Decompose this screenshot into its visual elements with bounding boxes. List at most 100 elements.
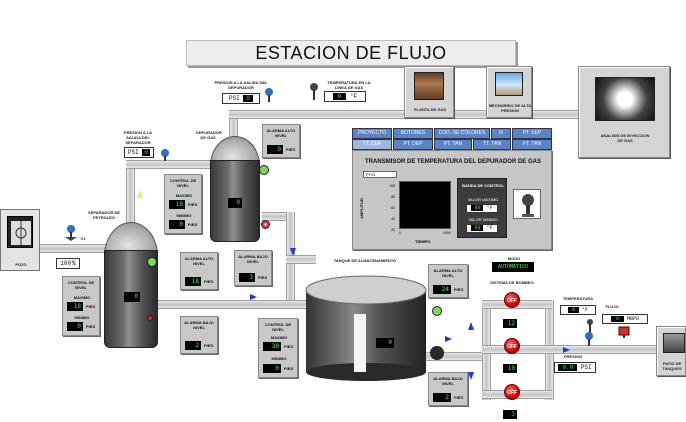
presion-label: PRESION [563, 354, 582, 359]
presion-separador-label: PRESION A LA SALIDA DEL SEPARADOR [123, 130, 153, 145]
temperatura-label: TEMPERATURA [562, 296, 594, 301]
valve-v1-unit: % [72, 260, 76, 267]
tanque-label: TANQUE DE ALMACENAMIENTO [333, 258, 397, 263]
mechurrio-icon [495, 72, 523, 96]
flow-arrow-down [290, 248, 296, 256]
trend-legend-label: PT01 [366, 172, 376, 177]
sep-petroleo-min-unit: PIES [86, 324, 96, 329]
presion-depurador-value: 0 [243, 95, 254, 102]
sep-gas-alarm-low-value[interactable]: 3 [239, 273, 255, 282]
patio-tanques-label: PATIO DE TANQUES [662, 361, 682, 371]
tab-cod-colores[interactable]: COD. DE COLORES [434, 128, 490, 139]
tanque-alarm-low-value[interactable]: 2 [433, 393, 451, 402]
transmisor-title: TRANSMISOR DE TEMPERATURA DEL DEPURADOR … [365, 159, 541, 165]
temp-gas-value: 0 [332, 93, 347, 100]
sep-petroleo-alarm-high-value[interactable]: 18 [185, 277, 201, 286]
tanque-max-label: MAXIMO [270, 335, 288, 340]
tab-pt-sep[interactable]: PT. SEP [512, 128, 552, 139]
patio-tanques-button[interactable]: PATIO DE TANQUES [656, 326, 686, 376]
sep-gas-min-value[interactable]: 0 [169, 220, 185, 229]
sep-gas-light-red [261, 220, 270, 229]
sep-petroleo-label: SEPARADOR DE PETROLEO [88, 210, 120, 220]
flow-arrow-right-2 [445, 336, 452, 342]
tab-tt-dep[interactable]: TT. DEP [352, 139, 392, 150]
patio-tanques-icon [663, 333, 685, 353]
flujo-value: 0 [610, 316, 624, 322]
tanque-alarm-high-value[interactable]: 24 [433, 285, 451, 294]
valve-v1-label: V1 [80, 236, 86, 241]
valor-min-value[interactable]: 60 [471, 225, 484, 231]
valor-max-unit: °F [486, 205, 493, 211]
temp-gas-unit: °F [350, 93, 358, 100]
tanque-alarm-high-panel: ALARMA ALTO NIVEL 24 PIES [428, 264, 468, 298]
pipe-depurador-out [262, 212, 292, 221]
flujo-unit: MBPD [627, 316, 640, 322]
pump-3-value: 3 [503, 410, 517, 419]
flow-arrow-right-3 [563, 347, 570, 353]
flow-arrow-pump-down [468, 372, 474, 380]
pump-2-button[interactable]: OFF [504, 338, 520, 354]
flow-arrow-up [137, 190, 143, 198]
tanque-alarm-low-caption: ALARMA BAJO NIVEL [433, 376, 463, 386]
sep-petroleo-alarm-low-value[interactable]: 2 [185, 341, 201, 350]
pozo-button[interactable]: POZO [0, 209, 40, 271]
banda-control-box: BANDA DE CONTROL VALOR MAXIMO 80 °F VALO… [457, 178, 507, 238]
tanque-min-label: MINIMO [271, 356, 287, 361]
tanque-min-value[interactable]: 0 [263, 364, 281, 373]
sep-gas-alarm-high-value[interactable]: 0 [267, 145, 283, 154]
tanque-max-value[interactable]: 30 [263, 342, 281, 351]
banda-control-label: BANDA DE CONTROL [462, 183, 504, 188]
sep-gas-light-green [259, 165, 269, 175]
planta-gas-button[interactable]: PLANTA DE GAS [404, 66, 454, 118]
sep-gas-alarm-high-unit: PIES [286, 147, 296, 152]
tab-pt-tan[interactable]: PT. TAN [434, 139, 472, 150]
tanque-light-green [432, 306, 442, 316]
sep-petroleo-max-value[interactable]: 18 [67, 302, 83, 311]
pump-1-value: 12 [503, 319, 517, 328]
presion-display: 0.0 PSI [554, 362, 596, 373]
sep-gas-alarm-high-panel: ALARMA ALTO NIVEL 0 PIES [262, 124, 300, 158]
planta-gas-icon [414, 72, 444, 100]
bombeo-label: SISTEMA DE BOMBEO [490, 280, 534, 285]
valor-max-value[interactable]: 80 [471, 205, 484, 211]
trend-xtick-end: 1000 [443, 231, 451, 235]
sep-gas-max-value[interactable]: 10 [169, 200, 185, 209]
sep-petroleo-min-value[interactable]: 0 [67, 322, 83, 331]
tab-bar: PROYECTO BOTONES COD. DE COLORES VI PT. … [352, 128, 552, 150]
tanque-body [304, 272, 428, 382]
tanque-light-dark [430, 346, 444, 360]
trend-legend: PT01 [363, 171, 397, 178]
flow-arrow-pump-up [468, 322, 474, 330]
trend-plot [399, 181, 451, 229]
sep-petroleo-min-label: MINIMO [74, 315, 90, 320]
sep-petroleo-alarm-low-unit: PIES [204, 343, 214, 348]
sep-petroleo-max-unit: PIES [86, 304, 96, 309]
pipe-separador-out [156, 300, 326, 309]
mechurrio-button[interactable]: MECHURRIO DE ALTA PRESION [486, 66, 532, 118]
tab-tt-tan[interactable]: TT. TAN [473, 139, 511, 150]
presion-separador-gauge-icon [160, 148, 170, 161]
analisis-button[interactable]: ANALISIS DE INYECCION DE GAS [578, 66, 670, 158]
valve-v1-value: 100 [60, 260, 72, 267]
sep-gas-max-label: MAXIMO [175, 193, 193, 198]
tab-vi[interactable]: VI [491, 128, 511, 139]
tab-pt-dep[interactable]: PT. DEP [393, 139, 433, 150]
pump-3-button[interactable]: OFF [504, 384, 520, 400]
sep-gas-control-panel: CONTROL DE NIVEL MAXIMO 10 PIES MINIMO 0… [164, 174, 202, 234]
tanque-alarm-low-unit: PIES [454, 395, 464, 400]
pump-1-button[interactable]: OFF [504, 292, 520, 308]
tab-proyecto[interactable]: PROYECTO [352, 128, 392, 139]
valor-min-label: VALOR MINIMO [468, 217, 498, 222]
trend-yticks: 100 80 60 40 20 [381, 181, 395, 241]
tanque-max-unit: PIES [284, 344, 294, 349]
tab-ft-tan[interactable]: FT. TAN [512, 139, 552, 150]
sep-gas-min-label: MINIMO [176, 213, 192, 218]
sep-gas-control-caption: CONTROL DE NIVEL [169, 178, 197, 188]
tab-botones[interactable]: BOTONES [393, 128, 433, 139]
pipe-pozo-separador [40, 244, 120, 253]
trend-xlabel: TIEMPO [415, 239, 431, 244]
modo-display[interactable]: AUTOMATICO [492, 262, 534, 272]
sep-gas-alarm-low-unit: PIES [258, 275, 268, 280]
sep-gas-label: DEPURADOR DE GAS [196, 130, 222, 140]
valve-v1-icon[interactable] [65, 225, 77, 241]
